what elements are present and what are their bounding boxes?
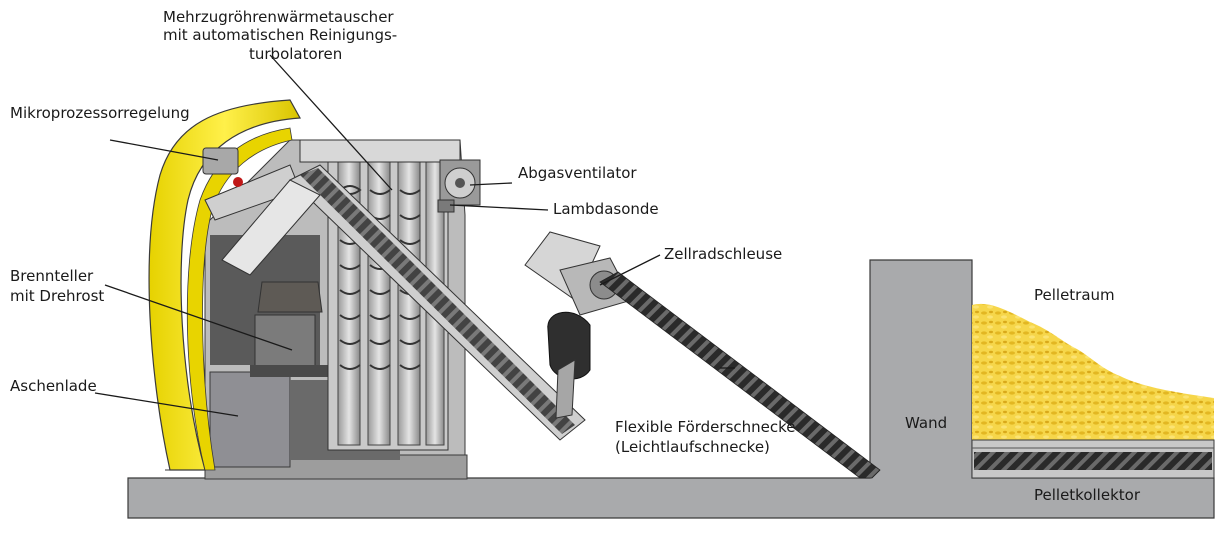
rotary-valve-unit: [524, 231, 633, 419]
controller-label: Mikroprozessorregelung: [10, 104, 190, 122]
exhaust-fan-label: Abgasventilator: [518, 164, 637, 182]
heat-exchanger-label-line1: Mehrzugröhrenwärmetauscher: [163, 8, 394, 26]
leader-lines: [94, 54, 735, 417]
exhaust-fan: [439, 159, 481, 206]
heat-exchanger-label-line3: turbolatoren: [249, 45, 343, 63]
heat-exchanger-label-line2: mit automatischen Reinigungs-: [163, 26, 398, 44]
yellow-casing: [148, 99, 301, 471]
lambda-probe: [437, 199, 455, 213]
wall-label: Wand: [905, 414, 948, 432]
pellet-collector-auger: [974, 452, 1212, 470]
burner-plate-label-line2: mit Drehrost: [10, 287, 105, 305]
controller-display: [202, 147, 239, 175]
pellet-room-label: Pelletraum: [1034, 286, 1115, 304]
ash-drawer-label: Aschenlade: [10, 377, 97, 395]
flexible-auger-label-line1: Flexible Förderschnecke: [615, 418, 796, 436]
pellet-collector-label: Pelletkollektor: [1034, 486, 1140, 504]
burner-plate: [254, 314, 316, 371]
lambda-probe-label: Lambdasonde: [553, 200, 659, 218]
flexible-auger-label-line2: (Leichtlaufschnecke): [615, 438, 770, 456]
feeding-tube: [221, 164, 586, 441]
rotary-valve-label: Zellradschleuse: [664, 245, 783, 263]
pellet-pile: [972, 303, 1214, 478]
flexible-auger: [599, 271, 881, 479]
burner-plate-label-line1: Brennteller: [10, 267, 94, 285]
ash-drawer: [209, 371, 291, 468]
